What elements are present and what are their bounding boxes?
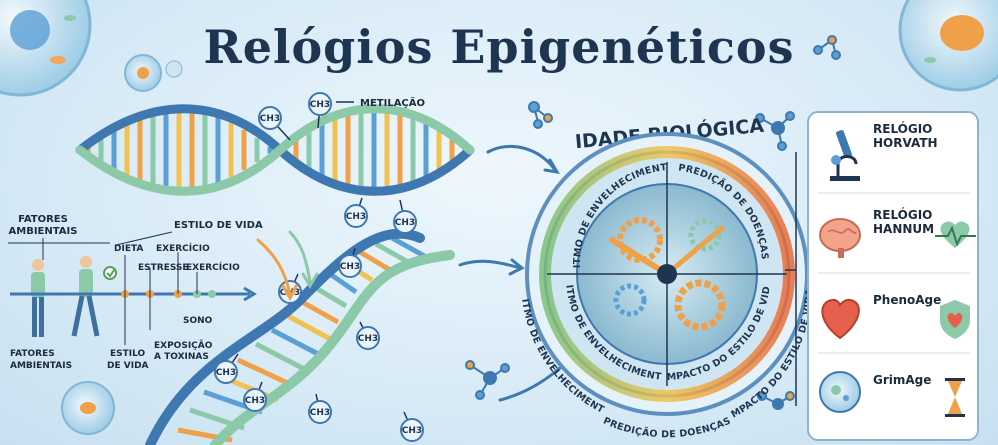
shield-heart-icon: [940, 300, 970, 339]
gear-icons: [613, 217, 726, 331]
base-pair-rung: [270, 327, 324, 359]
molecule-icon-left: [528, 101, 553, 129]
molecule-icon-bottom-right: [757, 391, 795, 410]
ch3-label: CH3: [340, 262, 360, 272]
base-pair-rung: [236, 357, 296, 389]
horvath-label-line1: RELÓGIO: [873, 121, 932, 136]
ch3-bubble: [356, 326, 380, 350]
env-factors-top-line1: FATORES: [18, 214, 68, 225]
microscope-icon: [830, 130, 860, 181]
ch3-label: CH3: [346, 212, 366, 222]
sleep-label: SONO: [183, 316, 213, 326]
clock-color-arc: [539, 146, 795, 275]
base-pair-rung: [286, 313, 334, 343]
ch3-bubble: [258, 106, 282, 130]
base-pair-rung: [328, 271, 358, 295]
molecule-icon-bottom: [465, 360, 510, 400]
hannum-label-line2: HANNUM: [873, 222, 934, 236]
ch3-label: CH3: [310, 100, 330, 110]
hannum-label-line1: RELÓGIO: [873, 207, 932, 222]
flow-arrows: [256, 144, 562, 402]
dna-helix-bottom: [145, 228, 455, 445]
small-cell-icon: [124, 54, 183, 92]
ch3-bubble: [214, 360, 238, 384]
molecule-icon-right: [755, 111, 795, 151]
lifestyle-bottom-line1: ESTILO: [110, 349, 146, 359]
ch3-label: CH3: [260, 114, 280, 124]
heart-icon: [821, 298, 860, 340]
outer-bottom-label: PREDIÇÃO DE DOENÇAS: [601, 415, 732, 440]
grimage-label: GrimAge: [873, 373, 931, 387]
person-walking-icon: [71, 256, 100, 337]
brain-icon: [819, 218, 861, 258]
molecule-icon-top: [813, 35, 841, 60]
factors-section: FATORES AMBIENTAIS ESTILO DE VIDA: [8, 214, 263, 371]
methylation-label: METILAÇÃO: [360, 96, 425, 109]
cell-illustration-top-left: [0, 0, 92, 97]
stress-label: ESTRESSE: [138, 263, 189, 273]
base-pair-rung: [314, 285, 348, 309]
base-pair-rung: [374, 241, 410, 265]
exercise-label-1: EXERCÍCIO: [156, 242, 210, 254]
ch3-label: CH3: [245, 396, 265, 406]
lifestyle-bottom-line2: DE VIDA: [107, 361, 149, 371]
ch3-label: CH3: [216, 368, 236, 378]
toxins-label-line1: EXPOSIÇÃO: [154, 340, 213, 351]
phenoage-label: PhenoAge: [873, 293, 941, 307]
base-pair-rung: [300, 299, 340, 325]
person-standing-icon: [31, 259, 45, 337]
base-pair-rung: [390, 235, 430, 261]
horvath-label-line2: HORVATH: [873, 136, 938, 150]
env-factors-top-line2: AMBIENTAIS: [9, 226, 78, 237]
ch3-label: CH3: [358, 334, 378, 344]
ch3-bubble: [393, 210, 417, 234]
ch3-label: CH3: [402, 426, 422, 436]
ch3-bubble: [338, 254, 362, 278]
clock-hands: [609, 225, 725, 284]
env-factors-bottom-line1: FATORES: [10, 349, 55, 359]
diet-label: DIETA: [114, 244, 143, 254]
toxins-label-line2: A TOXINAS: [154, 352, 209, 362]
base-pair-rung: [254, 341, 312, 375]
cell-illustration-top-right: [898, 0, 998, 92]
ch3-bubble: [308, 92, 332, 116]
ch3-label: CH3: [310, 408, 330, 418]
ch3-bubble: [308, 400, 332, 424]
page-title: Relógios Epigenéticos: [203, 20, 794, 74]
cell-icon: [819, 371, 861, 413]
env-factors-bottom-line2: AMBIENTAIS: [10, 361, 72, 371]
dna-helix-top: [75, 104, 475, 196]
heart-rate-icon: [935, 221, 976, 248]
hourglass-icon: [945, 378, 965, 417]
exercise-label-2: EXERCÍCIO: [186, 261, 240, 273]
clock-types-panel: RELÓGIO HORVATH RELÓGIO HANNUM PhenoAge …: [807, 111, 979, 441]
base-pair-rung: [358, 249, 392, 273]
ch3-label: CH3: [395, 218, 415, 228]
ch3-bubble: [400, 418, 424, 442]
ch3-bubble: [344, 204, 368, 228]
clock-panel-connector: [785, 152, 797, 406]
lifestyle-top-label: ESTILO DE VIDA: [174, 220, 263, 231]
ch3-bubble: [243, 388, 267, 412]
cell-illustration-bottom-left: [61, 381, 115, 435]
